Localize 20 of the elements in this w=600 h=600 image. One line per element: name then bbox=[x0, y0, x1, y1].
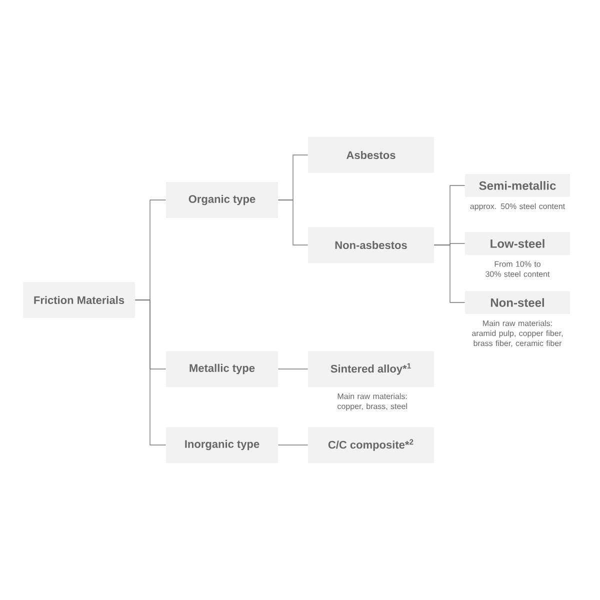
note-text: From 10% to 30% steel content bbox=[486, 261, 550, 277]
category-box: Low-steel bbox=[465, 232, 570, 255]
note-text: approx. 50% steel content bbox=[470, 203, 565, 211]
category-box: Non-asbestos bbox=[308, 227, 434, 263]
category-box: C/C composite*$^{2}$ bbox=[308, 427, 434, 463]
connector-line bbox=[434, 244, 466, 303]
category-box: Metallic type bbox=[166, 351, 278, 387]
note-text: Main raw materials: aramid pulp, copper fiber, brass fiber, ceramic fiber bbox=[472, 320, 563, 348]
category-box: Non-steel bbox=[465, 291, 570, 314]
category-box: Inorganic type bbox=[166, 427, 278, 463]
note-text: Main raw materials: copper, brass, steel bbox=[338, 393, 407, 411]
connector-line bbox=[134, 300, 166, 446]
category-box: Sintered alloy*$^{1}$ bbox=[308, 351, 434, 387]
category-box: Semi-metallic bbox=[465, 174, 570, 197]
connector-line bbox=[278, 368, 308, 370]
category-box: Organic type bbox=[166, 182, 278, 218]
category-box: Friction Materials bbox=[23, 282, 135, 318]
category-box: Asbestos bbox=[308, 137, 434, 173]
connector-line bbox=[278, 200, 308, 246]
connector-line bbox=[278, 444, 308, 446]
